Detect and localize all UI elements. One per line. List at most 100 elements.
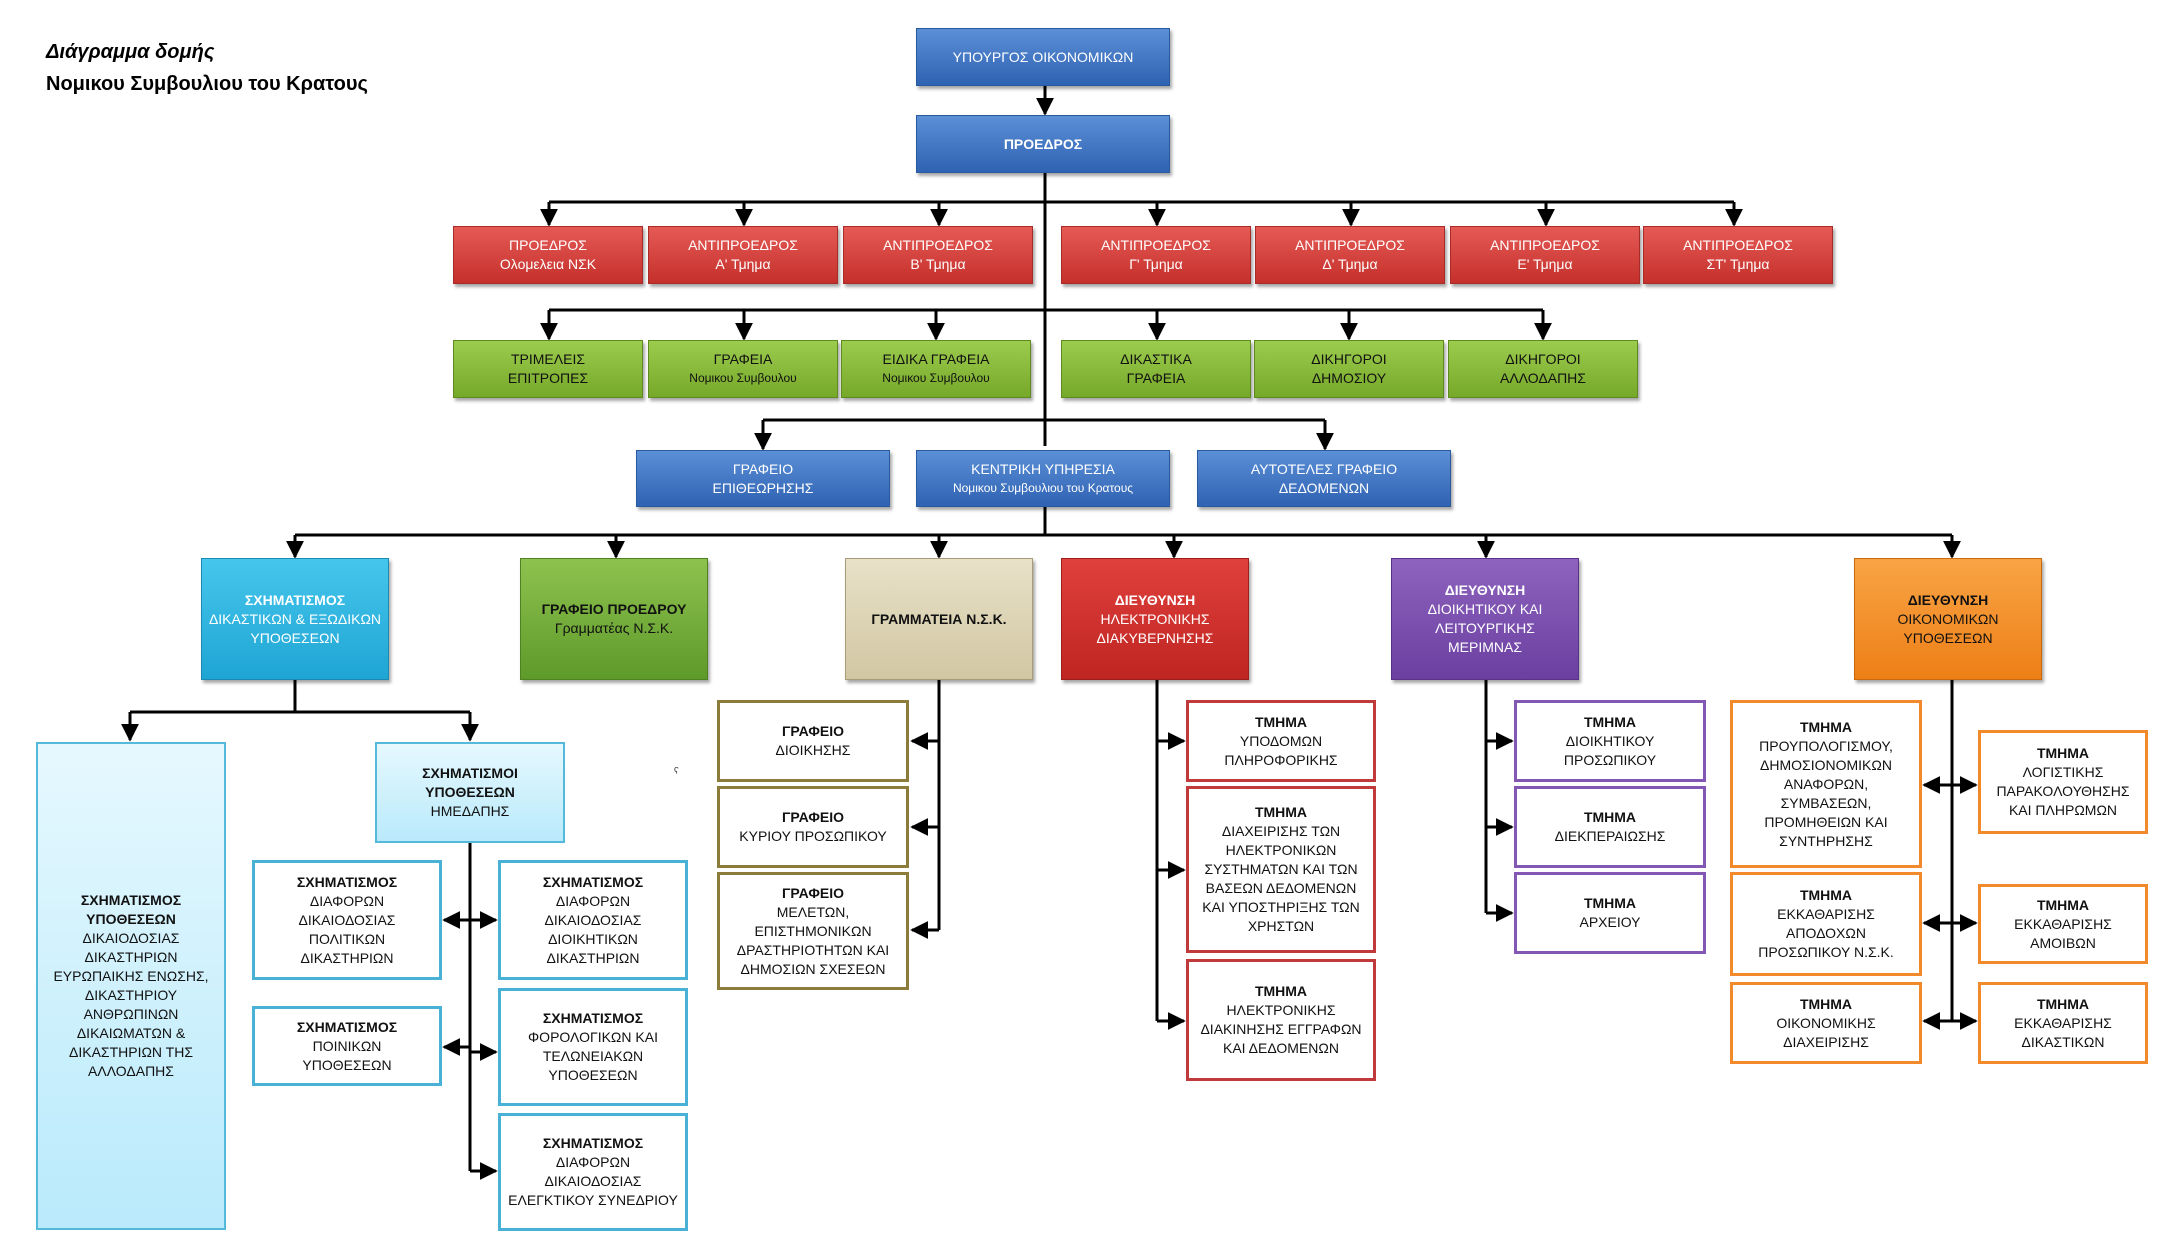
tp-l2: ΔΙΟΙΚΗΤΙΚΟΥ xyxy=(1565,732,1655,749)
ol1-l4: ΠΡΟΣΩΠΙΚΟΥ Ν.Σ.Κ. xyxy=(1758,944,1894,960)
red-5-l1: ΑΝΤΙΠΡΟΕΔΡΟΣ xyxy=(1490,237,1600,253)
green-0-l1: ΤΡΙΜΕΛΕΙΣ xyxy=(510,351,585,367)
eu-l1: ΣΧΗΜΑΤΙΣΜΟΣ xyxy=(80,892,182,908)
ol1-l2: ΕΚΚΑΘΑΡΙΣΗΣ xyxy=(1777,906,1875,922)
te-l1: ΤΜΗΜΑ xyxy=(1583,809,1637,825)
do-l3: ΥΠΟΘΕΣΕΩΝ xyxy=(1903,629,1993,646)
td-l6: ΚΑΙ ΥΠΟΣΤΗΡΙΞΗΣ ΤΩΝ xyxy=(1202,899,1360,915)
ele-l3: ΔΙΚΑΙΟΔΟΣΙΑΣ xyxy=(544,1173,642,1189)
td-l7: ΧΡΗΣΤΩΝ xyxy=(1247,918,1315,934)
green-5-l1: ΔΙΚΗΓΟΡΟΙ xyxy=(1505,351,1581,367)
for-l4: ΥΠΟΘΕΣΕΩΝ xyxy=(548,1067,638,1083)
node-minister: ΥΠΟΥΡΓΟΣ ΟΙΚΟΝΟΜΙΚΩΝ xyxy=(916,28,1170,86)
blue-2-l1: ΑΥΤΟΤΕΛΕΣ ΓΡΑΦΕΙΟ xyxy=(1250,460,1398,477)
or0-l3: ΠΑΡΑΚΟΛΟΥΘΗΣΗΣ xyxy=(1996,783,2130,799)
tk-l4: ΚΑΙ ΔΕΔΟΜΕΝΩΝ xyxy=(1222,1040,1339,1056)
blue-2-l2: ΔΕΔΟΜΕΝΩΝ xyxy=(1278,479,1370,496)
red-6-l1: ΑΝΤΙΠΡΟΕΔΡΟΣ xyxy=(1683,237,1793,253)
gm-l2: ΜΕΛΕΤΩΝ, xyxy=(776,903,850,920)
node-president-label: ΠΡΟΕΔΡΟΣ xyxy=(1003,135,1083,152)
tk-l1: ΤΜΗΜΑ xyxy=(1254,983,1308,999)
eu-l7: ΑΝΘΡΩΠΙΝΩΝ xyxy=(83,1006,179,1022)
td-l5: ΒΑΣΕΩΝ ΔΕΔΟΜΕΝΩΝ xyxy=(1205,880,1357,896)
eu-l2: ΥΠΟΘΕΣΕΩΝ xyxy=(86,911,176,927)
or1-l3: ΑΜΟΙΒΩΝ xyxy=(2030,934,2096,951)
eu-l5: ΕΥΡΩΠΑΙΚΗΣ ΕΝΩΣΗΣ, xyxy=(53,968,209,984)
green-4-l2: ΔΗΜΟΣΙΟΥ xyxy=(1311,370,1387,386)
stray-mark: ˁ xyxy=(674,764,679,780)
gr-l1: ΓΡΑΜΜΑΤΕΙΑ Ν.Σ.Κ. xyxy=(871,610,1007,627)
eu-l4: ΔΙΚΑΣΤΗΡΙΩΝ xyxy=(84,949,178,965)
ol0-l2: ΠΡΟΥΠΟΛΟΓΙΣΜΟΥ, xyxy=(1759,737,1893,754)
red-1-l1: ΑΝΤΙΠΡΟΕΔΡΟΣ xyxy=(688,237,798,253)
dd-l1: ΔΙΕΥΘΥΝΣΗ xyxy=(1444,582,1526,598)
red-3-l2: Γ' Τμημα xyxy=(1129,256,1183,272)
for-l1: ΣΧΗΜΑΤΙΣΜΟΣ xyxy=(542,1010,644,1026)
pol-l5: ΔΙΚΑΣΤΗΡΙΩΝ xyxy=(300,949,394,966)
red-3-l1: ΑΝΤΙΠΡΟΕΔΡΟΣ xyxy=(1101,237,1211,253)
tk-l2: ΗΛΕΚΤΡΟΝΙΚΗΣ xyxy=(1226,1002,1336,1018)
diagram-title: Διάγραμμα δομής Νομικου Συμβουλιου του Κ… xyxy=(46,36,368,100)
for-l2: ΦΟΡΟΛΟΓΙΚΩΝ ΚΑΙ xyxy=(528,1029,658,1045)
ty-l2: ΥΠΟΔΟΜΩΝ xyxy=(1239,732,1323,749)
ty-l3: ΠΛΗΡΟΦΟΡΙΚΗΣ xyxy=(1224,751,1338,768)
gm-l3: ΕΠΙΣΤΗΜΟΝΙΚΩΝ xyxy=(754,922,872,939)
or2-l3: ΔΙΚΑΣΤΙΚΩΝ xyxy=(2021,1033,2105,1050)
dd-l4: ΜΕΡΙΜΝΑΣ xyxy=(1448,639,1522,655)
ol2-l3: ΔΙΑΧΕΙΡΙΣΗΣ xyxy=(1783,1033,1869,1050)
poi-l2: ΠΟΙΝΙΚΩΝ xyxy=(312,1037,382,1054)
eu-l6: ΔΙΚΑΣΤΗΡΙΟΥ xyxy=(84,987,178,1003)
gd-l2: ΔΙΟΙΚΗΣΗΣ xyxy=(775,742,851,758)
pol-l1: ΣΧΗΜΑΤΙΣΜΟΣ xyxy=(296,873,398,890)
or0-l4: ΚΑΙ ΠΛΗΡΩΜΩΝ xyxy=(2008,802,2118,818)
dh-l2: ΗΛΕΚΤΡΟΝΙΚΗΣ xyxy=(1100,610,1210,627)
red-4-l1: ΑΝΤΙΠΡΟΕΔΡΟΣ xyxy=(1295,237,1405,253)
red-6-l2: ΣΤ' Τμημα xyxy=(1706,256,1770,272)
green-2-l1: ΕΙΔΙΚΑ ΓΡΑΦΕΙΑ xyxy=(882,351,990,367)
green-1-l2: Νομικου Συμβουλου xyxy=(689,371,797,385)
eu-l8: ΔΙΚΑΙΩΜΑΤΩΝ & xyxy=(76,1025,186,1041)
gp-l2: Γραμματέας Ν.Σ.Κ. xyxy=(554,620,674,636)
ol0-l4: ΑΝΑΦΟΡΩΝ, xyxy=(1783,775,1869,792)
node-president: ΠΡΟΕΔΡΟΣ xyxy=(916,115,1170,173)
red-0-l1: ΠΡΟΕΔΡΟΣ xyxy=(509,237,587,253)
poi-l1: ΣΧΗΜΑΤΙΣΜΟΣ xyxy=(296,1018,398,1035)
poi-l3: ΥΠΟΘΕΣΕΩΝ xyxy=(302,1056,392,1073)
diagram-title-line1: Διάγραμμα δομής xyxy=(46,41,215,63)
td-l2: ΔΙΑΧΕΙΡΙΣΗΣ ΤΩΝ xyxy=(1221,823,1341,839)
node-aftoteles-grafeio: ΑΥΤΟΤΕΛΕΣ ΓΡΑΦΕΙΟ ΔΕΔΟΜΕΝΩΝ xyxy=(1197,450,1451,507)
red-2-l1: ΑΝΤΙΠΡΟΕΔΡΟΣ xyxy=(883,237,993,253)
hm-l1: ΣΧΗΜΑΤΙΣΜΟΙ xyxy=(422,765,518,781)
red-4-l2: Δ' Τμημα xyxy=(1322,256,1378,272)
green-2-l2: Νομικου Συμβουλου xyxy=(882,371,990,385)
tp-l3: ΠΡΟΣΩΠΙΚΟΥ xyxy=(1563,751,1657,768)
green-5-l2: ΑΛΛΟΔΑΠΗΣ xyxy=(1500,370,1586,386)
dd-l2: ΔΙΟΙΚΗΤΙΚΟΥ ΚΑΙ xyxy=(1427,601,1543,617)
eu-l9: ΔΙΚΑΣΤΗΡΙΩΝ ΤΗΣ xyxy=(69,1044,193,1060)
ta-l1: ΤΜΗΜΑ xyxy=(1583,895,1637,911)
